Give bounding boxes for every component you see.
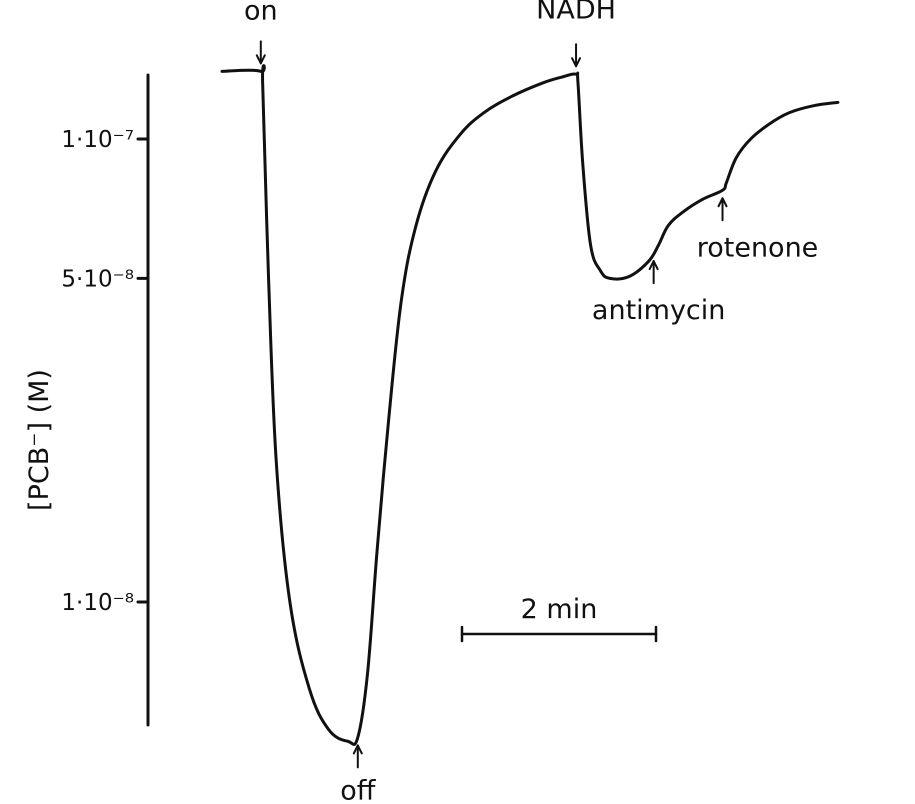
annotation-arrowhead — [352, 744, 363, 755]
y-tick-label: 1·10⁻⁷ — [61, 127, 134, 153]
y-axis-label: [PCB⁻] (M) — [24, 369, 55, 511]
traces — [220, 64, 840, 746]
y-axis: 1·10⁻⁷ 5·10⁻⁸ 1·10⁻⁸ — [61, 73, 150, 727]
annotation-label: rotenone — [697, 232, 819, 263]
annotation-label: NADH — [536, 0, 616, 25]
annotations: on off NADH antimycin rotenone — [244, 0, 818, 804]
series-line — [220, 64, 840, 746]
y-axis-label-group: [PCB⁻] (M) — [24, 369, 55, 511]
annotation-arrowhead — [571, 57, 582, 68]
scale-bar-label: 2 min — [521, 594, 598, 625]
annotation-label: off — [340, 775, 377, 804]
annotation-off: off — [340, 744, 377, 804]
annotation-arrowhead — [648, 260, 659, 271]
annotation-arrowhead — [255, 54, 266, 65]
annotation-label: on — [244, 0, 278, 26]
annotation-arrowhead — [717, 197, 728, 208]
annotation-rotenone: rotenone — [697, 197, 819, 263]
annotation-nadh: NADH — [536, 0, 616, 68]
annotation-label: antimycin — [592, 295, 725, 326]
scale-bar-group: 2 min — [460, 594, 658, 643]
annotation-on: on — [244, 0, 278, 65]
y-tick-label: 5·10⁻⁸ — [61, 266, 134, 292]
annotation-antimycin: antimycin — [592, 260, 725, 326]
y-tick-label: 1·10⁻⁸ — [61, 590, 134, 616]
